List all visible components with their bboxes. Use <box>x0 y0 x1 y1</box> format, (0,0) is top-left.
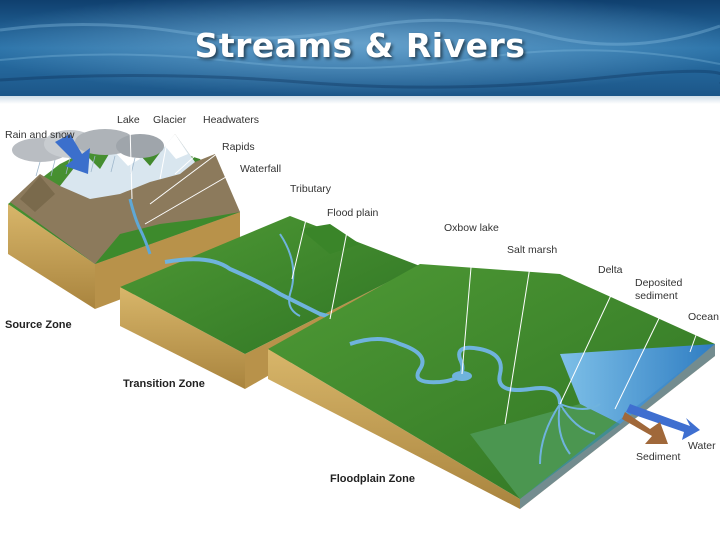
ocean-edge <box>520 344 715 509</box>
label-rain-and-snow: Rain and snow <box>5 129 75 141</box>
label-salt-marsh: Salt marsh <box>507 244 557 256</box>
label-rapids: Rapids <box>222 141 255 153</box>
meandering-river <box>349 337 562 405</box>
label-oxbow-lake: Oxbow lake <box>444 222 499 234</box>
water-arrow-icon <box>626 404 700 440</box>
label-sediment: Sediment <box>636 451 680 463</box>
label-water: Water <box>688 440 716 452</box>
label-glacier: Glacier <box>153 114 187 126</box>
oxbow-lake-shape <box>452 371 472 381</box>
slide-title: Streams & Rivers <box>194 26 526 65</box>
label-tributary: Tributary <box>290 183 332 195</box>
label-waterfall: Waterfall <box>240 163 281 175</box>
landscape-illustration: Rain and snow Lake Glacier Headwaters Ra… <box>5 114 719 509</box>
label-transition-zone: Transition Zone <box>123 378 205 390</box>
rain-arrow-icon <box>55 134 90 174</box>
label-delta: Delta <box>598 264 623 276</box>
water-background <box>0 0 720 96</box>
label-lake: Lake <box>117 114 140 126</box>
river-zones-diagram: Rain and snow Lake Glacier Headwaters Ra… <box>0 104 720 514</box>
label-ocean: Ocean <box>688 311 719 323</box>
sediment-arrow-icon <box>622 412 668 444</box>
label-floodplain-zone: Floodplain Zone <box>330 473 415 485</box>
title-banner: Streams & Rivers <box>0 0 720 96</box>
label-deposited-sediment: sediment <box>635 290 678 302</box>
label-flood-plain: Flood plain <box>327 207 379 219</box>
label-source-zone: Source Zone <box>5 319 72 331</box>
header-divider <box>0 96 720 104</box>
label-deposited: Deposited <box>635 277 682 289</box>
label-headwaters: Headwaters <box>203 114 259 126</box>
